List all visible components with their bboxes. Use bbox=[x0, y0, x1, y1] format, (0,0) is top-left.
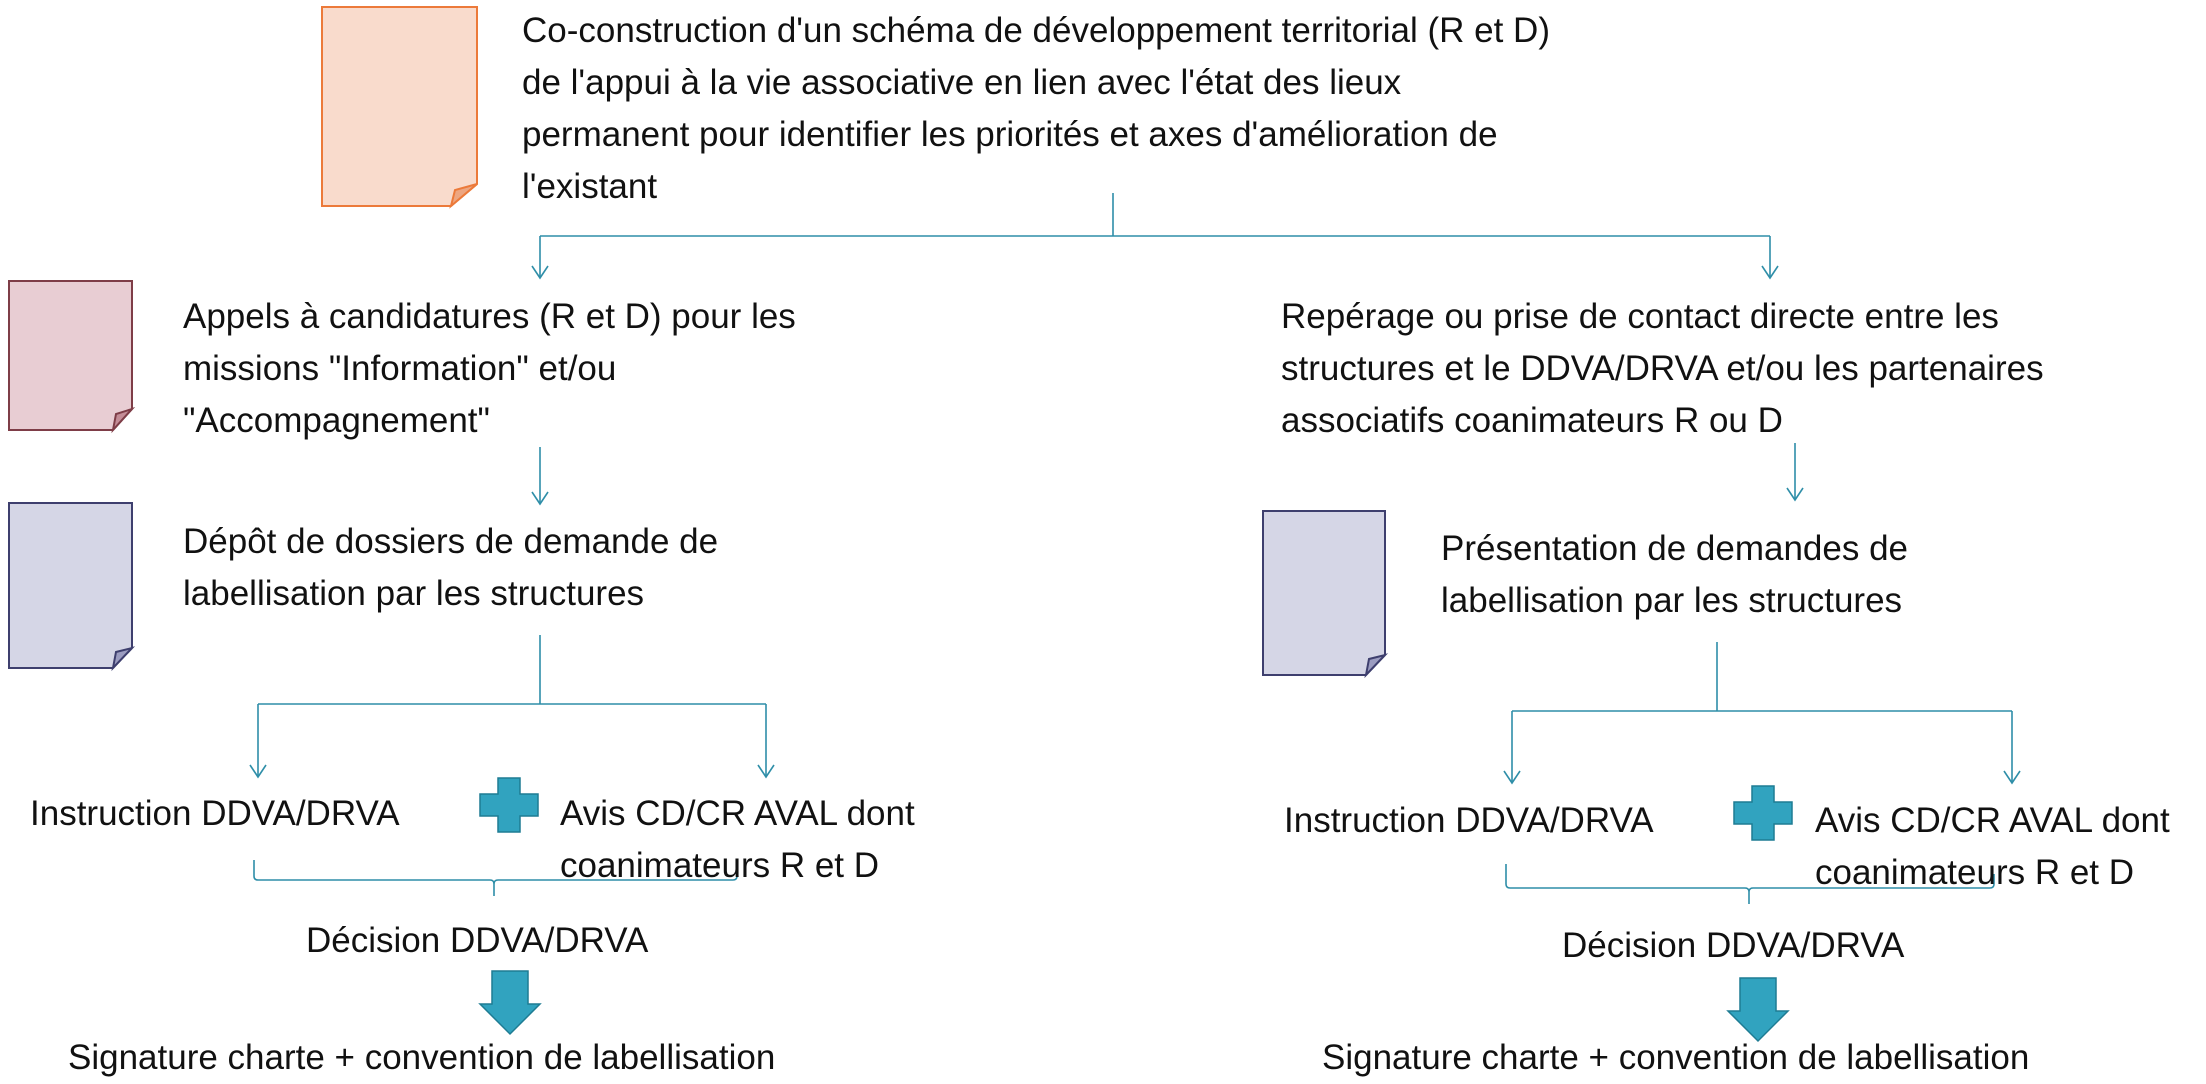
opinion-left: Avis CD/CR AVAL dont coanimateurs R et D bbox=[560, 788, 915, 892]
decision-left: Décision DDVA/DRVA bbox=[306, 921, 649, 960]
instruction-right: Instruction DDVA/DRVA bbox=[1284, 801, 1654, 840]
brace-left bbox=[253, 860, 738, 896]
direct-contact-text: Repérage ou prise de contact directe ent… bbox=[1281, 291, 2044, 447]
opinion-line: Avis CD/CR AVAL dont bbox=[560, 794, 915, 833]
folded-note-icon-lavender-left bbox=[8, 502, 136, 672]
signature-left: Signature charte + convention de labelli… bbox=[68, 1038, 776, 1077]
opinion-line: coanimateurs R et D bbox=[1815, 853, 2135, 892]
top-note-line: permanent pour identifier les priorités … bbox=[522, 115, 1498, 154]
dossier-line: labellisation par les structures bbox=[183, 574, 645, 613]
contact-line: structures et le DDVA/DRVA et/ou les par… bbox=[1281, 349, 2044, 388]
folded-note-icon-top bbox=[321, 6, 478, 209]
connector-right-a-arrowhead bbox=[1786, 487, 1804, 502]
dossier-line: Dépôt de dossiers de demande de bbox=[183, 522, 719, 561]
down-arrow-icon-left bbox=[478, 970, 542, 1036]
folded-note-icon-rose bbox=[8, 280, 136, 434]
down-arrow-icon-right bbox=[1726, 977, 1790, 1043]
contact-line: associatifs coanimateurs R ou D bbox=[1281, 401, 1783, 440]
connector-right-split-right-arrowhead bbox=[2003, 770, 2021, 785]
connector-left-a-arrowhead bbox=[531, 491, 549, 506]
top-note-text: Co-construction d'un schéma de développe… bbox=[522, 5, 1550, 213]
signature-right: Signature charte + convention de labelli… bbox=[1322, 1038, 2030, 1077]
opinion-right: Avis CD/CR AVAL dont coanimateurs R et D bbox=[1815, 795, 2170, 899]
connector-top-left-arrowhead bbox=[531, 265, 549, 280]
call-line: Appels à candidatures (R et D) pour les bbox=[183, 297, 796, 336]
decision-right: Décision DDVA/DRVA bbox=[1562, 926, 1905, 965]
opinion-line: coanimateurs R et D bbox=[560, 846, 880, 885]
request-line: Présentation de demandes de bbox=[1441, 529, 1908, 568]
connector-right-split-left-arrowhead bbox=[1503, 770, 1521, 785]
plus-icon-left bbox=[479, 777, 539, 833]
instruction-left: Instruction DDVA/DRVA bbox=[30, 794, 400, 833]
connector-left-split-right-arrowhead bbox=[757, 764, 775, 779]
call-for-applications-text: Appels à candidatures (R et D) pour les … bbox=[183, 291, 796, 447]
dossier-submission-text: Dépôt de dossiers de demande de labellis… bbox=[183, 516, 718, 620]
connector-left-split-left-arrowhead bbox=[249, 764, 267, 779]
folded-note-icon-lavender-right bbox=[1262, 510, 1389, 679]
brace-right bbox=[1505, 864, 1995, 904]
opinion-line: Avis CD/CR AVAL dont bbox=[1815, 801, 2170, 840]
contact-line: Repérage ou prise de contact directe ent… bbox=[1281, 297, 1999, 336]
call-line: "Accompagnement" bbox=[183, 401, 490, 440]
request-line: labellisation par les structures bbox=[1441, 581, 1903, 620]
top-note-line: Co-construction d'un schéma de développe… bbox=[522, 11, 1550, 50]
connector-top-right-arrowhead bbox=[1761, 265, 1779, 280]
call-line: missions "Information" et/ou bbox=[183, 349, 617, 388]
top-note-line: l'existant bbox=[522, 167, 658, 206]
top-note-line: de l'appui à la vie associative en lien … bbox=[522, 63, 1402, 102]
request-presentation-text: Présentation de demandes de labellisatio… bbox=[1441, 523, 1908, 627]
plus-icon-right bbox=[1733, 785, 1793, 841]
